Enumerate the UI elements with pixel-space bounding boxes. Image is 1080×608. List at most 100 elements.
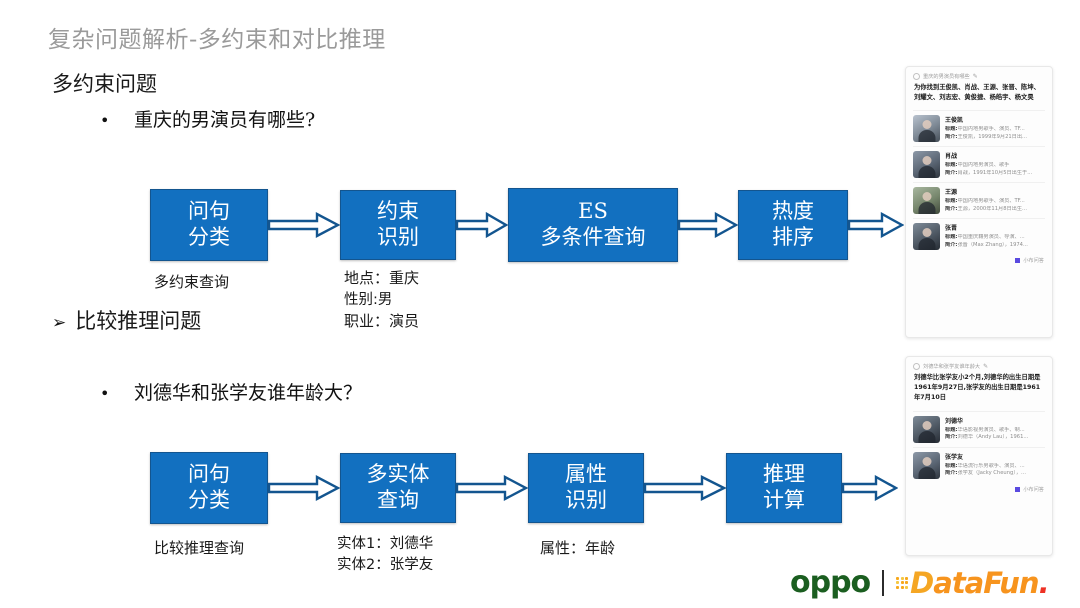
card-intro-value: 王源，2000年11月8日出生... bbox=[957, 206, 1028, 213]
section1-bullet-text: 重庆的男演员有哪些? bbox=[134, 109, 316, 131]
card-title-label: 标题: bbox=[945, 126, 958, 133]
datafun-dots-icon bbox=[896, 576, 909, 589]
card-name: 刘德华 bbox=[945, 417, 964, 425]
card-title-value: 华语流行乐男歌手、演员、... bbox=[957, 462, 1025, 469]
result-panel-multi-constraint[interactable]: 重庆的男演员有哪些 ✎ 为你找到王俊凯、肖战、王源、张晋、陈坤、刘耀文、刘志宏、… bbox=[905, 66, 1053, 338]
caption-constraint-values: 地点：重庆 性别:男 职业：演员 bbox=[344, 268, 419, 333]
card-title-label: 标题: bbox=[945, 198, 958, 205]
datafun-word: ataFun bbox=[933, 565, 1039, 600]
card-intro-line: 简介:王俊凯，1999年9月21日出... bbox=[945, 134, 1045, 142]
card-name: 张学友 bbox=[945, 453, 964, 461]
arrow-right-icon-5 bbox=[268, 475, 340, 501]
panel-b-card-list: 刘德华 标题:华语影视男演员、歌手、制... 简介:刘德华（Andy Lau），… bbox=[906, 410, 1052, 483]
panel-a-card-list: 王俊凯 标题:中国内地男歌手、演员、TF... 简介:王俊凯，1999年9月21… bbox=[906, 110, 1052, 254]
datafun-logo: DataFun. bbox=[896, 565, 1050, 600]
list-item[interactable]: 张晋 标题:中国重庆籍男演员、导演、... 简介:张晋（Max Zhang），1… bbox=[913, 218, 1045, 254]
flow2-node-multi-entity-query[interactable]: 多实体 查询 bbox=[340, 453, 456, 523]
footer-logos: oppo DataFun. bbox=[790, 565, 1050, 600]
node-line-1: 约束 bbox=[377, 199, 419, 224]
card-intro-line: 简介:张晋（Max Zhang），1974... bbox=[945, 242, 1045, 250]
flow2-node-attribute-recognize[interactable]: 属性 识别 bbox=[528, 453, 644, 523]
card-title-label: 标题: bbox=[945, 462, 958, 469]
node-line-2: 识别 bbox=[377, 225, 419, 249]
section2-bullet-text: 刘德华和张学友谁年龄大？ bbox=[134, 382, 363, 404]
bullet-dot-icon: • bbox=[100, 384, 110, 403]
node-line-1: 属性 bbox=[565, 462, 607, 487]
caption-comparative-query: 比较推理查询 bbox=[154, 539, 245, 557]
node-line-1: 热度 bbox=[772, 199, 814, 224]
card-intro-label: 简介: bbox=[945, 242, 958, 249]
card-intro-value: 肖战，1991年10月5日出生于... bbox=[957, 170, 1033, 177]
panel-b-question: 刘德华和张学友谁年龄大 bbox=[923, 364, 981, 370]
card-intro-line: 简介:王源，2000年11月8日出生... bbox=[945, 206, 1045, 214]
node-line-1: 问句 bbox=[188, 199, 230, 224]
node-line-1: 问句 bbox=[188, 462, 230, 487]
arrow-right-icon-7 bbox=[644, 475, 726, 501]
card-title-value: 中国内地男歌手、演员、TF... bbox=[957, 198, 1025, 205]
status-badge: 小布问答 bbox=[1023, 486, 1044, 493]
list-item[interactable]: 王源 标题:中国内地男歌手、演员、TF... 简介:王源，2000年11月8日出… bbox=[913, 182, 1045, 218]
section-heading-multi-constraint: 多约束问题 bbox=[52, 72, 157, 96]
list-item[interactable]: 王俊凯 标题:中国内地男歌手、演员、TF... 简介:王俊凯，1999年9月21… bbox=[913, 110, 1045, 146]
arrow-bullet-icon: ➢ bbox=[52, 313, 67, 333]
caption-multi-constraint-query: 多约束查询 bbox=[154, 273, 230, 291]
flow1-node-constraint-recognize[interactable]: 约束 识别 bbox=[340, 190, 456, 260]
pencil-icon[interactable]: ✎ bbox=[972, 74, 978, 80]
card-intro-value: 张晋（Max Zhang），1974... bbox=[957, 242, 1028, 249]
card-name: 王源 bbox=[945, 189, 958, 197]
panel-a-question: 重庆的男演员有哪些 bbox=[923, 74, 970, 80]
caption-entity-1: 实体1：刘德华 bbox=[337, 536, 434, 552]
card-title-label: 标题: bbox=[945, 234, 958, 241]
arrow-right-icon-6 bbox=[456, 475, 528, 501]
flow1-node-question-classify[interactable]: 问句 分类 bbox=[150, 189, 268, 261]
node-line-1: 推理 bbox=[763, 462, 805, 487]
card-intro-label: 简介: bbox=[945, 134, 958, 141]
list-item[interactable]: 刘德华 标题:华语影视男演员、歌手、制... 简介:刘德华（Andy Lau），… bbox=[913, 410, 1045, 447]
card-title-line: 标题:中国内地男演员、歌手 bbox=[945, 162, 1045, 170]
card-title-value: 中国重庆籍男演员、导演、... bbox=[957, 234, 1025, 241]
card-name: 肖战 bbox=[945, 153, 958, 161]
list-item[interactable]: 张学友 标题:华语流行乐男歌手、演员、... 简介:张学友（Jacky Cheu… bbox=[913, 446, 1045, 483]
section1-bullet: •重庆的男演员有哪些? bbox=[100, 105, 315, 132]
arrow-right-icon-4 bbox=[848, 212, 904, 238]
panel-b-question-row: 刘德华和张学友谁年龄大 ✎ bbox=[906, 357, 1052, 372]
card-intro-label: 简介: bbox=[945, 434, 958, 441]
datafun-period: . bbox=[1038, 565, 1050, 600]
oppo-logo: oppo bbox=[790, 565, 871, 600]
arrow-right-icon-3 bbox=[678, 212, 738, 238]
pencil-icon[interactable]: ✎ bbox=[983, 364, 989, 370]
card-title-line: 标题:中国内地男歌手、演员、TF... bbox=[945, 126, 1045, 134]
card-title-line: 标题:华语影视男演员、歌手、制... bbox=[945, 427, 1045, 435]
card-name: 张晋 bbox=[945, 225, 958, 233]
panel-a-question-row: 重庆的男演员有哪些 ✎ bbox=[906, 67, 1052, 82]
card-title-value: 中国内地男歌手、演员、TF... bbox=[957, 126, 1025, 133]
avatar bbox=[913, 115, 940, 143]
flow1-node-heat-rank[interactable]: 热度 排序 bbox=[738, 190, 848, 260]
card-intro-line: 简介:刘德华（Andy Lau），1961... bbox=[945, 434, 1045, 442]
card-intro-value: 王俊凯，1999年9月21日出... bbox=[957, 134, 1028, 141]
flow1-node-es-multi-query[interactable]: ES 多条件查询 bbox=[508, 188, 678, 262]
result-panel-comparative[interactable]: 刘德华和张学友谁年龄大 ✎ 刘德华比张学友小2个月,刘德华的出生日期是1961年… bbox=[905, 356, 1053, 556]
node-line-2: 识别 bbox=[565, 488, 607, 512]
flow2-node-reasoning-compute[interactable]: 推理 计算 bbox=[726, 453, 842, 523]
node-line-1: ES bbox=[578, 199, 608, 224]
card-intro-value: 张学友（Jacky Cheung），... bbox=[957, 470, 1026, 477]
flow2-node-question-classify[interactable]: 问句 分类 bbox=[150, 452, 268, 524]
node-line-2: 多条件查询 bbox=[540, 225, 646, 249]
source-badge-icon bbox=[1015, 486, 1021, 492]
list-item[interactable]: 肖战 标题:中国内地男演员、歌手 简介:肖战，1991年10月5日出生于... bbox=[913, 146, 1045, 182]
arrow-right-icon-8 bbox=[842, 475, 898, 501]
card-title-label: 标题: bbox=[945, 426, 958, 433]
status-badge: 小布问答 bbox=[1023, 258, 1044, 265]
question-circle-icon bbox=[913, 363, 920, 370]
card-intro-line: 简介:张学友（Jacky Cheung），... bbox=[945, 470, 1045, 478]
card-intro-line: 简介:肖战，1991年10月5日出生于... bbox=[945, 170, 1045, 178]
card-title-line: 标题:中国内地男歌手、演员、TF... bbox=[945, 198, 1045, 206]
caption-entities: 实体1：刘德华 实体2：张学友 bbox=[337, 534, 433, 576]
caption-occupation: 职业：演员 bbox=[344, 311, 420, 330]
card-intro-label: 简介: bbox=[945, 170, 958, 177]
section2-bullet: • 刘德华和张学友谁年龄大？ bbox=[100, 378, 362, 405]
logo-divider bbox=[882, 569, 885, 596]
card-intro-value: 刘德华（Andy Lau），1961... bbox=[957, 434, 1029, 441]
flow-multi-constraint: 问句 分类 约束 识别 ES 多条件查询 热度 排序 bbox=[150, 188, 904, 262]
